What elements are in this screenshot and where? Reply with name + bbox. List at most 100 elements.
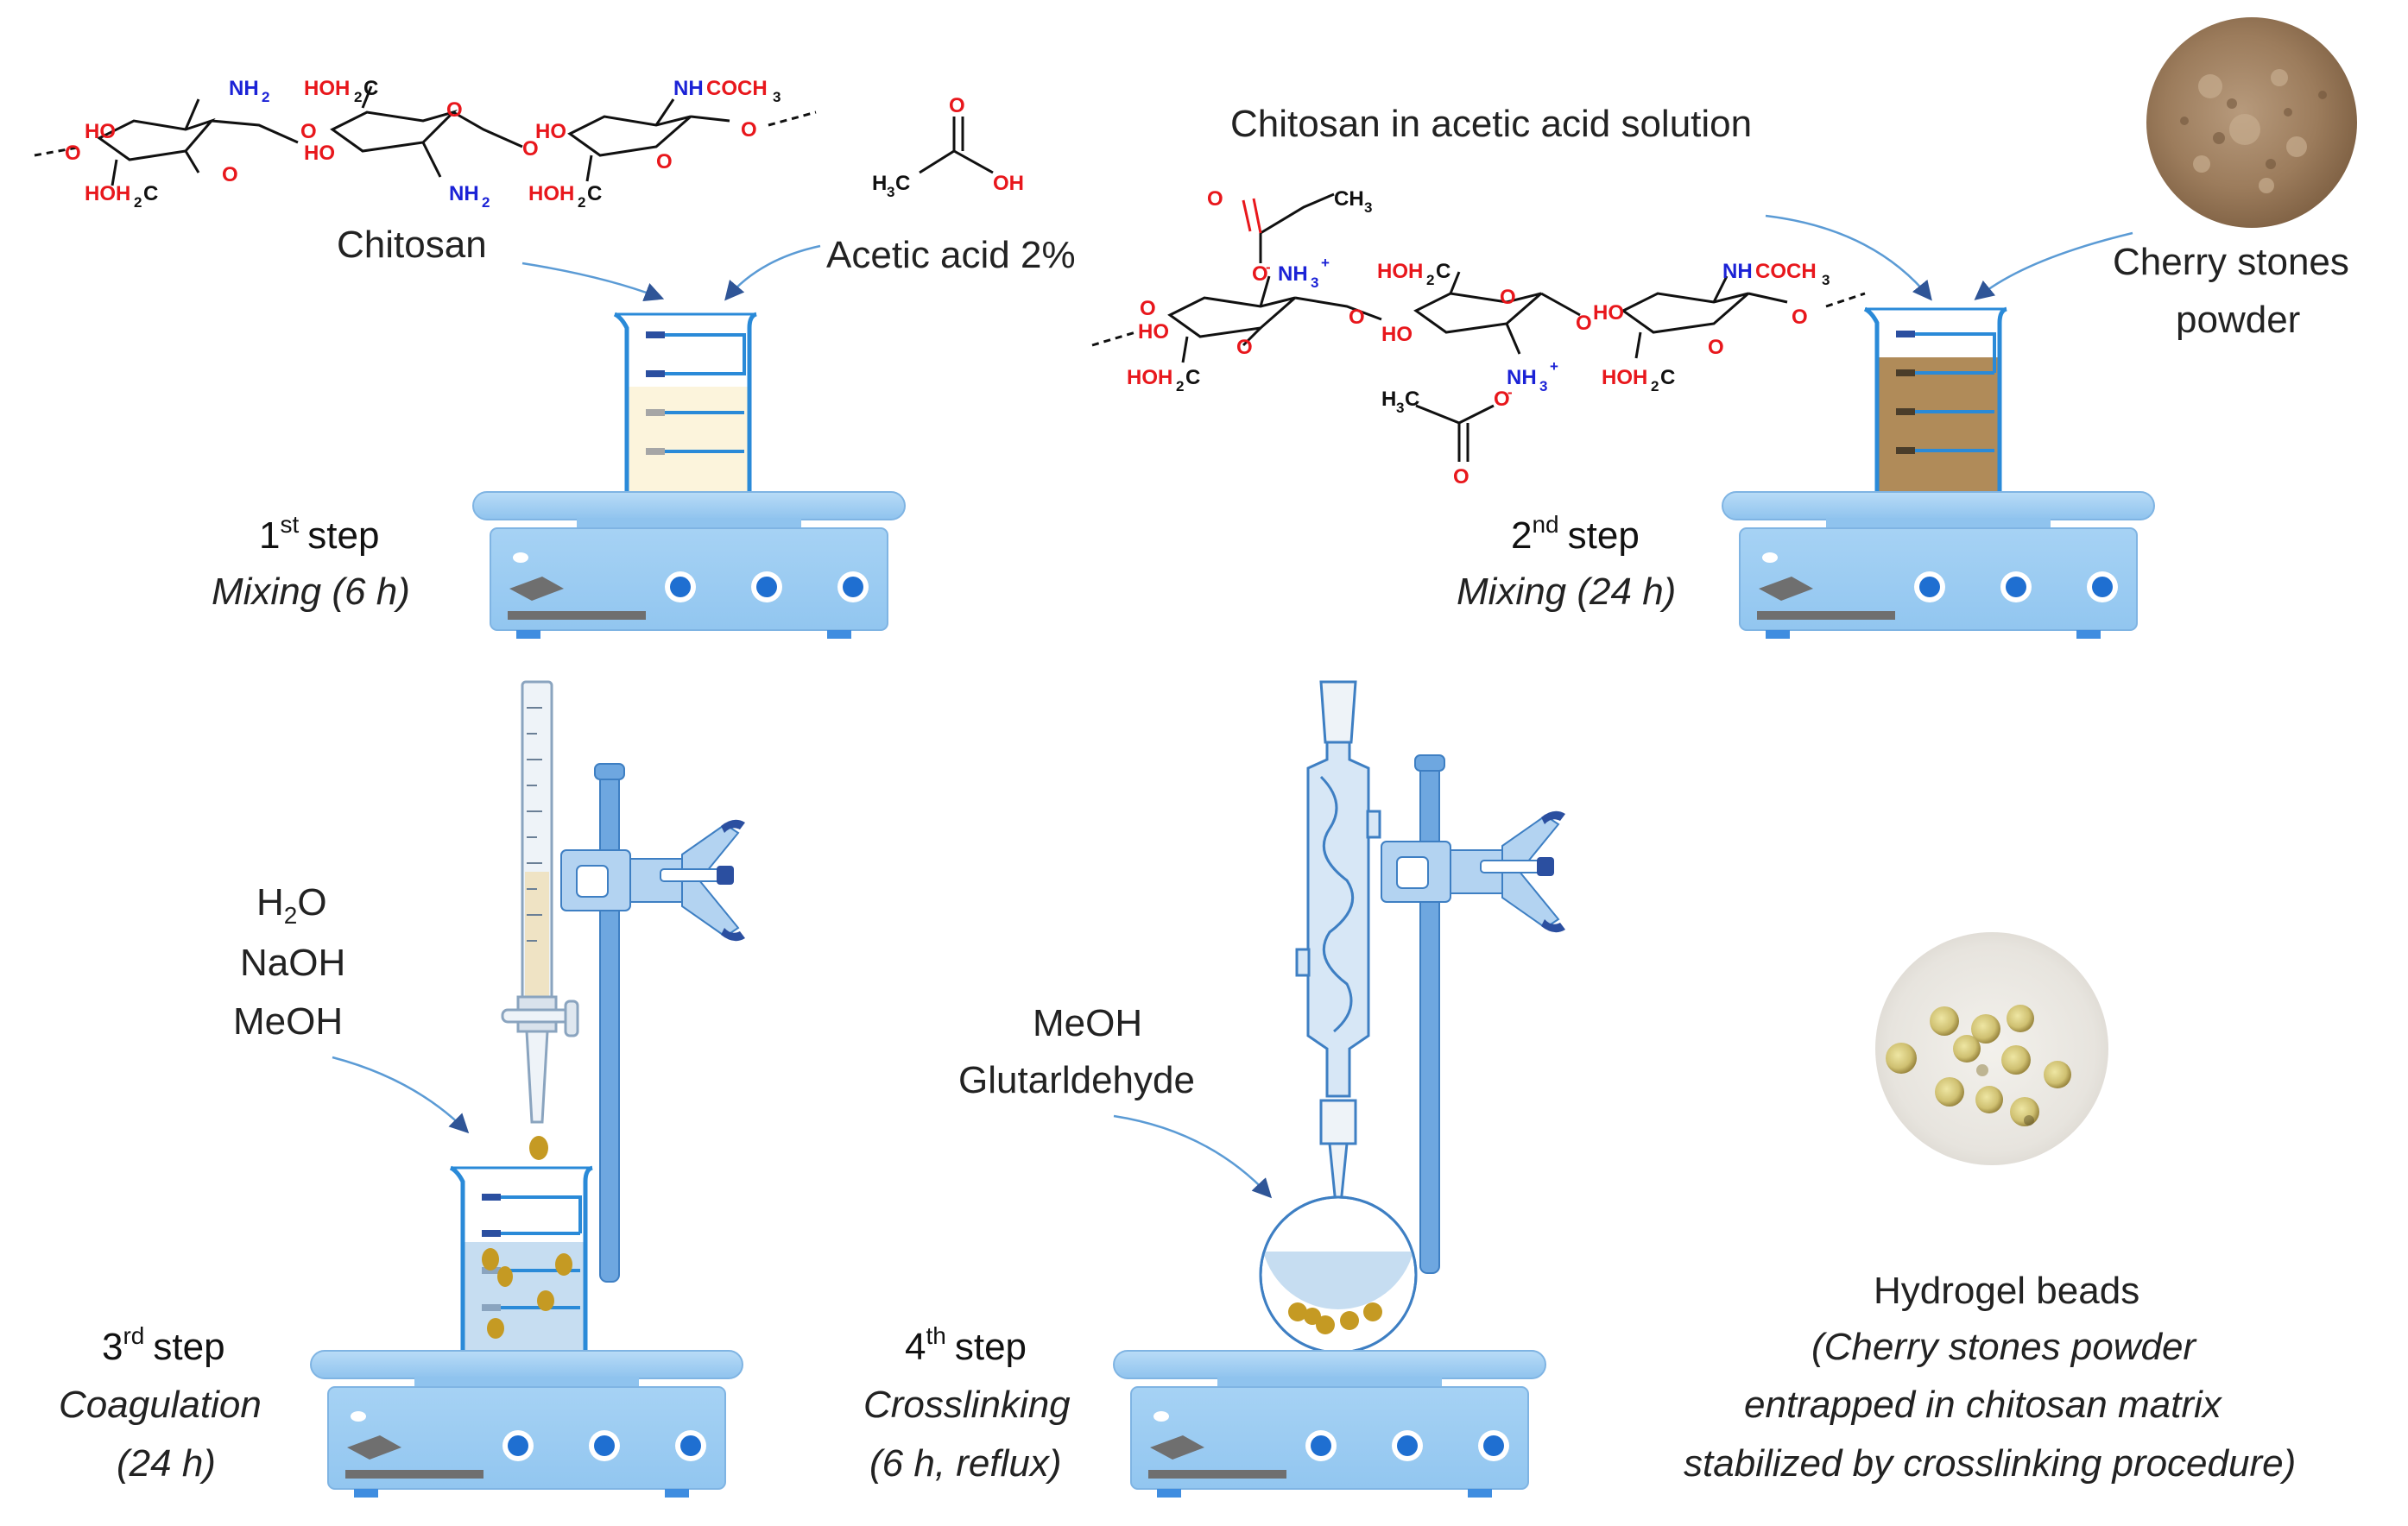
svg-text:2: 2: [482, 194, 490, 211]
arrow-chitosan: [521, 262, 665, 302]
beaker-step-3: [451, 1168, 592, 1380]
svg-text:O: O: [1576, 312, 1592, 335]
acetic-acid-label: Acetic acid 2%: [826, 234, 1076, 276]
svg-text:-: -: [1266, 259, 1271, 275]
svg-text:CH: CH: [1334, 187, 1364, 211]
result-title: Hydrogel beads: [1874, 1270, 2139, 1312]
acetic-acid-structure: O H 3 C OH: [872, 94, 1024, 200]
svg-text:3: 3: [1539, 378, 1547, 394]
svg-text:2: 2: [134, 194, 142, 211]
chitosan-structure: HO O NH 2 O HOH 2 C O HOH 2 C O HO NH 2 …: [34, 77, 817, 211]
svg-text:2: 2: [1176, 378, 1184, 394]
beaker-step-2: [1865, 309, 2007, 521]
svg-text:3: 3: [1311, 274, 1318, 291]
svg-text:HO: HO: [85, 120, 116, 143]
svg-text:HOH: HOH: [1602, 366, 1647, 389]
svg-text:O: O: [741, 118, 757, 142]
chitosan-label: Chitosan: [337, 224, 487, 266]
svg-text:HOH: HOH: [528, 182, 574, 205]
svg-text:O: O: [1792, 306, 1808, 329]
svg-text:C: C: [1436, 260, 1450, 283]
chitosan-acetate-structure: O CH 3 O - NH 3 + O HO HOH 2 C O O HOH 2…: [1091, 187, 1866, 489]
solution-title: Chitosan in acetic acid solution: [1230, 103, 1752, 145]
svg-text:H: H: [1381, 388, 1396, 411]
arrow-cross: [1113, 1114, 1273, 1199]
svg-text:NH: NH: [1507, 366, 1537, 389]
svg-text:3: 3: [887, 184, 894, 200]
svg-text:2: 2: [1651, 378, 1659, 394]
svg-text:HOH: HOH: [1127, 366, 1172, 389]
svg-text:O: O: [1494, 388, 1510, 411]
svg-text:O: O: [65, 142, 81, 165]
svg-text:+: +: [1550, 358, 1558, 375]
svg-text:3: 3: [1396, 400, 1404, 416]
coag-meoh: MeOH: [233, 1000, 343, 1043]
svg-text:C: C: [1660, 366, 1675, 389]
step-2-process: Mixing (24 h): [1457, 571, 1676, 613]
svg-text:O: O: [1708, 336, 1724, 359]
step-3-process-line1: Coagulation: [59, 1384, 262, 1426]
svg-text:O: O: [949, 94, 965, 117]
coagulation-apparatus: [501, 680, 746, 1283]
stirrer-step-3: [310, 1350, 743, 1498]
svg-text:C: C: [895, 172, 910, 195]
svg-text:O: O: [222, 163, 238, 186]
svg-text:HOH: HOH: [1377, 260, 1423, 283]
result-line1: (Cherry stones powder: [1811, 1326, 2197, 1368]
svg-text:C: C: [1185, 366, 1200, 389]
step-4-process-line1: Crosslinking: [863, 1384, 1071, 1426]
arrow-acetic: [724, 244, 821, 301]
svg-text:NH: NH: [449, 182, 479, 205]
arrow-coag: [332, 1056, 470, 1134]
svg-text:O: O: [446, 98, 463, 122]
svg-text:HOH: HOH: [85, 182, 130, 205]
svg-text:+: +: [1321, 255, 1330, 271]
svg-text:C: C: [143, 182, 158, 205]
svg-text:H: H: [872, 172, 887, 195]
coag-naoh: NaOH: [240, 942, 345, 984]
svg-text:O: O: [656, 150, 673, 173]
svg-text:HO: HO: [1381, 323, 1413, 346]
svg-text:-: -: [1507, 384, 1513, 400]
svg-text:HO: HO: [535, 120, 566, 143]
svg-text:2: 2: [578, 194, 585, 211]
svg-text:O: O: [522, 137, 539, 161]
svg-text:NH: NH: [1278, 262, 1308, 286]
coag-h2o: H2O: [256, 881, 327, 929]
svg-text:HOH: HOH: [304, 77, 350, 100]
svg-text:2: 2: [1426, 272, 1434, 288]
svg-text:COCH: COCH: [1755, 260, 1817, 283]
stirrer-step-2: [1722, 491, 2155, 640]
svg-text:3: 3: [1822, 272, 1830, 288]
step-3-process-line2: (24 h): [117, 1442, 216, 1485]
result-line3: stabilized by crosslinking procedure): [1684, 1442, 2296, 1485]
crosslinking-apparatus: [1259, 680, 1566, 1354]
arrow-solution: [1765, 214, 1932, 301]
svg-text:NH: NH: [673, 77, 704, 100]
stirrer-step-1: [472, 491, 906, 640]
cherry-label-line2: powder: [2176, 299, 2300, 341]
svg-text:C: C: [363, 77, 378, 100]
svg-text:O: O: [300, 120, 317, 143]
svg-text:C: C: [1405, 388, 1419, 411]
svg-text:O: O: [1236, 336, 1253, 359]
svg-text:HO: HO: [304, 142, 335, 165]
svg-text:O: O: [1453, 465, 1469, 489]
svg-text:O: O: [1349, 306, 1365, 329]
svg-text:NH: NH: [229, 77, 259, 100]
svg-text:O: O: [1207, 187, 1223, 211]
svg-text:3: 3: [773, 89, 781, 105]
result-line2: entrapped in chitosan matrix: [1744, 1384, 2223, 1426]
svg-text:HO: HO: [1138, 320, 1169, 344]
hydrogel-beads-image: [1875, 932, 2108, 1165]
svg-text:2: 2: [262, 89, 269, 105]
svg-text:HO: HO: [1593, 301, 1624, 325]
svg-text:O: O: [1140, 297, 1156, 320]
arrow-cherry: [1974, 231, 2133, 300]
step-4-process-line2: (6 h, reflux): [869, 1442, 1062, 1485]
svg-text:3: 3: [1364, 199, 1372, 216]
